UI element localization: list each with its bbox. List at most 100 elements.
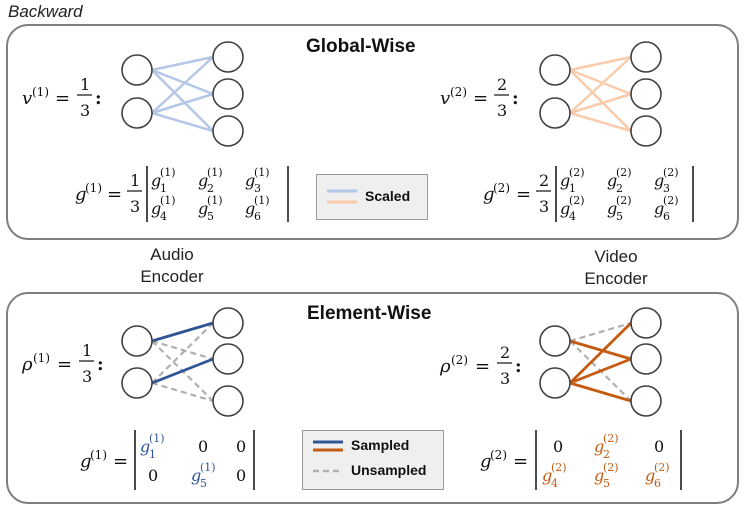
svg-text:(2): (2): [490, 448, 507, 462]
svg-text:5: 5: [200, 477, 207, 490]
video-encoder-line1: Video: [594, 247, 638, 266]
svg-text:3: 3: [539, 197, 549, 216]
gradient-cell-superscript: (2): [569, 194, 585, 207]
svg-text:2: 2: [500, 343, 510, 362]
scaled-legend-label: Scaled: [365, 188, 411, 204]
gradient-cell-superscript: (1): [207, 194, 223, 207]
gradient-cell-superscript: (2): [663, 166, 679, 179]
svg-text:=: =: [107, 184, 122, 205]
svg-text:(1): (1): [32, 85, 49, 99]
video-encoder-label: Video Encoder: [568, 246, 664, 290]
gradient-cell-index: 3: [663, 182, 670, 195]
gradient-cell-superscript: (1): [160, 194, 176, 207]
gradient-cell-index: 4: [160, 210, 167, 223]
audio-element-weight: ρ (1) = 1 3 :: [21, 341, 104, 386]
video-element-gradient: g (2) = 0 g 2 (2) 0 g 4 (2) g 5 (2) g 6 …: [480, 430, 682, 490]
sampled-legend: Sampled Unsampled: [302, 430, 444, 490]
svg-text:ρ: ρ: [21, 354, 33, 375]
gradient-cell: g: [245, 171, 255, 190]
element-wise-title: Element-Wise: [307, 303, 432, 324]
gradient-cell: g: [151, 171, 161, 190]
audio-scaled-edges: [151, 55, 214, 133]
gradient-cell-superscript: (1): [254, 166, 270, 179]
svg-text:=: =: [113, 451, 128, 472]
svg-text:1: 1: [82, 341, 92, 360]
svg-text:1: 1: [80, 75, 90, 94]
gradient-cell-superscript: (2): [569, 166, 585, 179]
svg-text:4: 4: [551, 477, 558, 490]
svg-text:g: g: [80, 451, 92, 472]
audio-network-nodes: [121, 41, 244, 147]
gradient-cell: g: [560, 199, 570, 218]
gradient-cell-index: 1: [569, 182, 576, 195]
svg-text:g: g: [191, 466, 201, 485]
gradient-cell-superscript: (2): [663, 194, 679, 207]
video-element-weight: ρ (2) = 2 3 :: [439, 343, 522, 388]
svg-text:(1): (1): [33, 351, 50, 365]
global-wise-title: Global-Wise: [306, 36, 416, 57]
audio-global-gradient: g (1) = 1 3 g1(1)g2(1)g3(1)g4(1)g5(1)g6(…: [75, 166, 289, 223]
gradient-cell-index: 1: [160, 182, 167, 195]
svg-text:=: =: [513, 451, 528, 472]
video-global-weight: v (2) = 2 3 :: [440, 75, 519, 120]
gradient-cell: g: [198, 171, 208, 190]
svg-text:g: g: [542, 466, 552, 485]
audio-global-weight: v (1) = 1 3 :: [22, 75, 102, 120]
gradient-cell-index: 2: [207, 182, 214, 195]
gradient-cell-index: 6: [663, 210, 670, 223]
svg-text:g: g: [594, 437, 604, 456]
audio-sampled-edges: [151, 321, 214, 385]
gradient-cell-index: 2: [616, 182, 623, 195]
svg-text:(1): (1): [149, 432, 165, 445]
svg-text:3: 3: [82, 367, 92, 386]
svg-text:=: =: [57, 354, 72, 375]
svg-text::: :: [515, 356, 522, 377]
video-element-nodes: [539, 307, 662, 417]
gradient-cell: g: [654, 199, 664, 218]
video-scaled-edges: [569, 55, 632, 133]
audio-encoder-line1: Audio: [150, 245, 194, 264]
svg-text:=: =: [516, 184, 531, 205]
gradient-cell: g: [198, 199, 208, 218]
gradient-cell-superscript: (2): [616, 166, 632, 179]
gradient-cell: g: [560, 171, 570, 190]
gradient-cell-superscript: (1): [207, 166, 223, 179]
gradient-cell: g: [607, 171, 617, 190]
svg-text::: :: [97, 354, 104, 375]
sampled-legend-label: Sampled: [351, 437, 410, 453]
svg-text:=: =: [473, 88, 488, 109]
svg-text:1: 1: [149, 448, 156, 461]
svg-text:v: v: [22, 88, 32, 109]
svg-text:(2): (2): [603, 461, 619, 474]
svg-text:(1): (1): [200, 461, 216, 474]
scaled-legend: Scaled: [316, 174, 428, 220]
gradient-cell-index: 4: [569, 210, 576, 223]
unsampled-legend-label: Unsampled: [351, 462, 427, 478]
svg-text:g: g: [75, 184, 87, 205]
svg-text:g: g: [483, 184, 495, 205]
video-sampled-edges: [569, 322, 632, 403]
gradient-cell-superscript: (1): [254, 194, 270, 207]
gradient-cell: g: [245, 199, 255, 218]
backward-title: Backward: [8, 2, 83, 21]
svg-text:3: 3: [80, 101, 90, 120]
svg-text:=: =: [475, 356, 490, 377]
svg-text:0: 0: [654, 437, 664, 456]
svg-text:(1): (1): [90, 448, 107, 462]
gradient-cell-superscript: (2): [616, 194, 632, 207]
video-encoder-line2: Encoder: [584, 269, 648, 288]
svg-text:(2): (2): [451, 353, 468, 367]
svg-text:g: g: [480, 451, 492, 472]
svg-text:0: 0: [553, 437, 563, 456]
gradient-cell-superscript: (1): [160, 166, 176, 179]
svg-text::: :: [512, 88, 519, 109]
svg-text:0: 0: [236, 437, 246, 456]
gradient-cell: g: [607, 199, 617, 218]
svg-text:(2): (2): [551, 461, 567, 474]
gradient-cell-index: 5: [207, 210, 214, 223]
gradient-cell: g: [151, 199, 161, 218]
svg-text:2: 2: [603, 448, 610, 461]
svg-text:0: 0: [148, 466, 158, 485]
svg-text:3: 3: [497, 101, 507, 120]
